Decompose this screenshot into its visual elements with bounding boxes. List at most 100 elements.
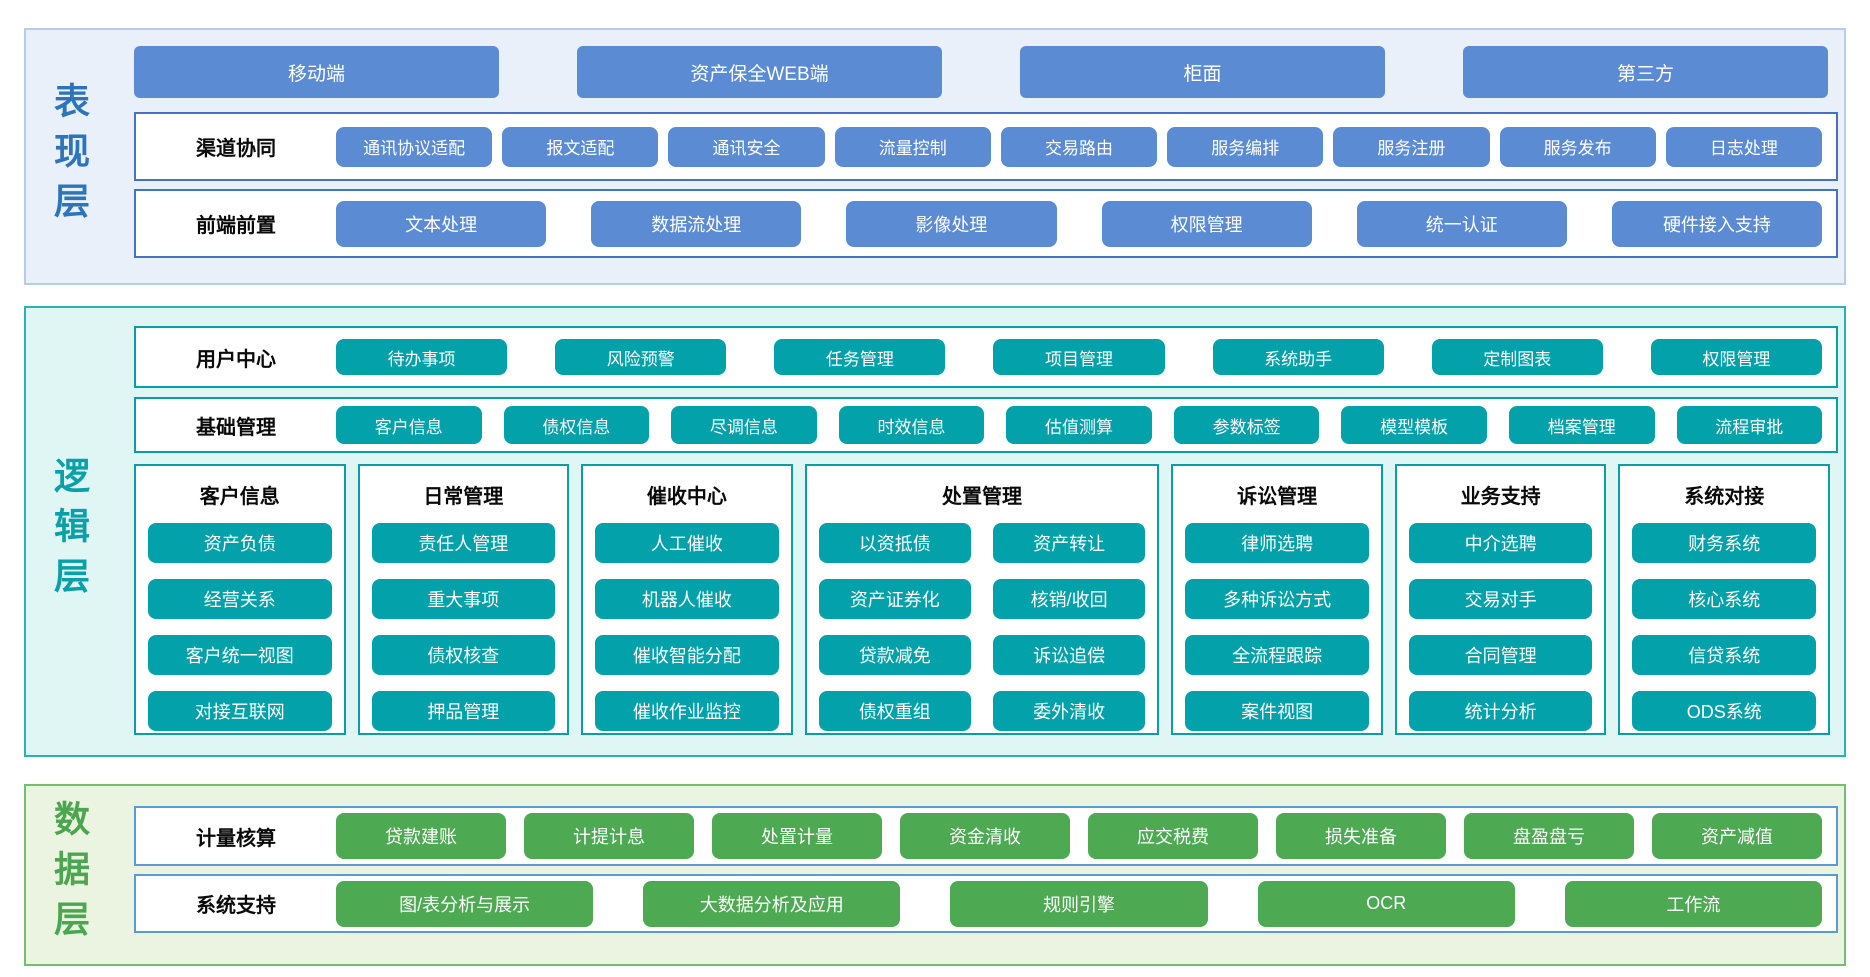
channel-module-chip: 交易路由: [1000, 126, 1158, 167]
measurement-module-chip: 贷款建账: [336, 813, 506, 859]
row-title-basic-management: 基础管理: [196, 416, 276, 439]
basic-management-module-chip: 档案管理: [1508, 406, 1655, 444]
channel-module-chip: 通讯协议适配: [336, 126, 493, 167]
frontend-module-chip: 权限管理: [1101, 200, 1312, 247]
presentation-layer: 表现层 移动端 资产保全WEB端 柜面 第三方 渠道协同 通讯协议适配: [24, 28, 1846, 285]
logic-layer-body: 用户中心 待办事项 风险预警 任务管理 项目管理 系统助手 定制图表: [112, 308, 1844, 755]
group-module-chip: 资产负债: [148, 523, 332, 563]
frontend-gateway-items: 文本处理 数据流处理 影像处理 权限管理 统一认证 硬件接入支持: [336, 200, 1836, 247]
group-module-chip: 对接互联网: [148, 691, 332, 731]
basic-management-module-chip: 债权信息: [503, 406, 650, 444]
logic-layer: 逻辑层 用户中心 待办事项 风险预警 任务管理 项目管理 系统助手: [24, 306, 1846, 757]
group-business-support: 业务支持 中介选聘交易对手合同管理统计分析: [1394, 464, 1607, 735]
user-center-module-chip: 系统助手: [1212, 339, 1384, 375]
row-title-frontend-gateway: 前端前置: [196, 215, 276, 237]
frontend-module-chip: 数据流处理: [591, 200, 802, 247]
basic-management-module-chip: 估值测算: [1006, 406, 1152, 444]
measurement-module-chip: 资金清收: [900, 813, 1070, 859]
group-title-customer-info: 客户信息: [199, 486, 280, 508]
channel-module-chip: 通讯安全: [668, 126, 825, 167]
group-module-chip: ODS系统: [1632, 691, 1816, 731]
basic-management-row: 基础管理 客户信息 债权信息 尽调信息 时效信息 估值测算 参数标签: [134, 397, 1838, 453]
group-items-litigation-management: 律师选聘多种诉讼方式全流程跟踪案件视图: [1185, 523, 1369, 731]
logic-group-row: 客户信息 资产负债经营关系客户统一视图对接互联网 日常管理 责任人管理重大事项债…: [134, 464, 1838, 735]
measurement-module-chip: 盘盈盘亏: [1464, 813, 1634, 859]
group-items-collection-center: 人工催收机器人催收催收智能分配催收作业监控: [595, 523, 779, 731]
channel-module-chip: 日志处理: [1665, 126, 1822, 167]
user-center-module-chip: 任务管理: [774, 339, 946, 375]
group-collection-center: 催收中心 人工催收机器人催收催收智能分配催收作业监控: [581, 464, 793, 735]
channel-module-chip: 报文适配: [502, 126, 659, 167]
group-module-chip: 债权核查: [371, 635, 556, 675]
channel-collaboration-row: 渠道协同 通讯协议适配 报文适配 通讯安全 流量控制 交易路由 服务编排: [134, 112, 1838, 181]
basic-management-module-chip: 模型模板: [1341, 406, 1487, 444]
presentation-layer-body: 移动端 资产保全WEB端 柜面 第三方 渠道协同 通讯协议适配 报文适配: [112, 30, 1844, 283]
basic-management-module-chip: 尽调信息: [671, 406, 817, 444]
user-center-module-chip: 权限管理: [1650, 339, 1822, 375]
user-center-items: 待办事项 风险预警 任务管理 项目管理 系统助手 定制图表 权限管理: [336, 339, 1836, 375]
basic-management-module-chip: 客户信息: [336, 406, 482, 444]
group-items-customer-info: 资产负债经营关系客户统一视图对接互联网: [148, 523, 332, 731]
channel-module-chip: 流量控制: [834, 126, 991, 167]
group-module-chip: 经营关系: [148, 579, 332, 619]
group-module-chip: 委外清收: [993, 691, 1146, 731]
group-items-daily-management: 责任人管理重大事项债权核查押品管理: [371, 523, 556, 731]
row-title-channel-collaboration: 渠道协同: [196, 138, 276, 160]
group-module-chip: 以资抵债: [818, 523, 971, 563]
group-module-chip: 中介选聘: [1408, 523, 1593, 563]
presentation-layer-label: 表现层: [49, 81, 90, 232]
data-layer-body: 计量核算 贷款建账 计提计息 处置计量 资金清收 应交税费 损失准备: [112, 786, 1844, 964]
group-module-chip: 责任人管理: [371, 523, 556, 563]
system-support-module-chip: 图/表分析与展示: [336, 880, 594, 927]
group-title-collection-center: 催收中心: [646, 486, 727, 508]
system-support-module-chip: 工作流: [1564, 880, 1823, 927]
group-title-litigation-management: 诉讼管理: [1237, 486, 1318, 508]
terminal-node: 资产保全WEB端: [577, 46, 942, 98]
channel-collaboration-items: 通讯协议适配 报文适配 通讯安全 流量控制 交易路由 服务编排 服务注册 服务: [336, 126, 1836, 167]
user-center-module-chip: 项目管理: [993, 339, 1165, 375]
group-module-chip: 重大事项: [371, 579, 556, 619]
group-module-chip: 核销/收回: [993, 579, 1146, 619]
group-disposal-management: 处置管理 以资抵债资产转让资产证券化核销/收回贷款减免诉讼追偿债权重组委外清收: [804, 464, 1160, 735]
frontend-gateway-row: 前端前置 文本处理 数据流处理 影像处理 权限管理 统一认证 硬件接入支持: [134, 189, 1838, 258]
group-title-daily-management: 日常管理: [423, 486, 504, 508]
data-layer: 数据层 计量核算 贷款建账 计提计息 处置计量 资金清收 应交税费: [24, 784, 1846, 966]
group-module-chip: 财务系统: [1632, 523, 1816, 563]
group-module-chip: 贷款减免: [818, 635, 971, 675]
measurement-accounting-row: 计量核算 贷款建账 计提计息 处置计量 资金清收 应交税费 损失准备: [134, 806, 1838, 866]
system-support-items: 图/表分析与展示 大数据分析及应用 规则引擎 OCR 工作流: [336, 880, 1836, 927]
data-layer-label: 数据层: [49, 800, 90, 950]
user-center-module-chip: 待办事项: [336, 339, 508, 375]
terminal-row: 移动端 资产保全WEB端 柜面 第三方: [134, 46, 1838, 98]
row-title-user-center: 用户中心: [196, 348, 276, 371]
group-title-disposal-management: 处置管理: [942, 486, 1022, 508]
user-center-module-chip: 风险预警: [555, 339, 727, 375]
user-center-module-chip: 定制图表: [1431, 339, 1603, 375]
group-items-business-support: 中介选聘交易对手合同管理统计分析: [1408, 523, 1593, 731]
basic-management-module-chip: 流程审批: [1676, 406, 1823, 444]
frontend-module-chip: 统一认证: [1356, 200, 1567, 247]
group-module-chip: 交易对手: [1408, 579, 1593, 619]
group-module-chip: 案件视图: [1185, 691, 1369, 731]
row-title-system-support: 系统支持: [196, 895, 276, 917]
group-module-chip: 催收智能分配: [595, 635, 779, 675]
group-module-chip: 信贷系统: [1632, 635, 1816, 675]
group-module-chip: 机器人催收: [595, 579, 779, 619]
measurement-module-chip: 处置计量: [712, 813, 882, 859]
group-module-chip: 债权重组: [818, 691, 971, 731]
terminal-node: 第三方: [1463, 46, 1828, 98]
group-title-business-support: 业务支持: [1460, 486, 1541, 508]
group-module-chip: 律师选聘: [1185, 523, 1369, 563]
measurement-module-chip: 应交税费: [1088, 813, 1258, 859]
group-customer-info: 客户信息 资产负债经营关系客户统一视图对接互联网: [134, 464, 346, 735]
channel-module-chip: 服务编排: [1167, 126, 1324, 167]
group-module-chip: 诉讼追偿: [993, 635, 1146, 675]
group-items-disposal-management: 以资抵债资产转让资产证券化核销/收回贷款减免诉讼追偿债权重组委外清收: [818, 523, 1146, 731]
group-module-chip: 人工催收: [595, 523, 779, 563]
terminal-node: 柜面: [1020, 46, 1385, 98]
channel-module-chip: 服务发布: [1499, 126, 1656, 167]
logic-layer-label: 逻辑层: [49, 456, 90, 607]
system-support-module-chip: 规则引擎: [950, 880, 1208, 927]
